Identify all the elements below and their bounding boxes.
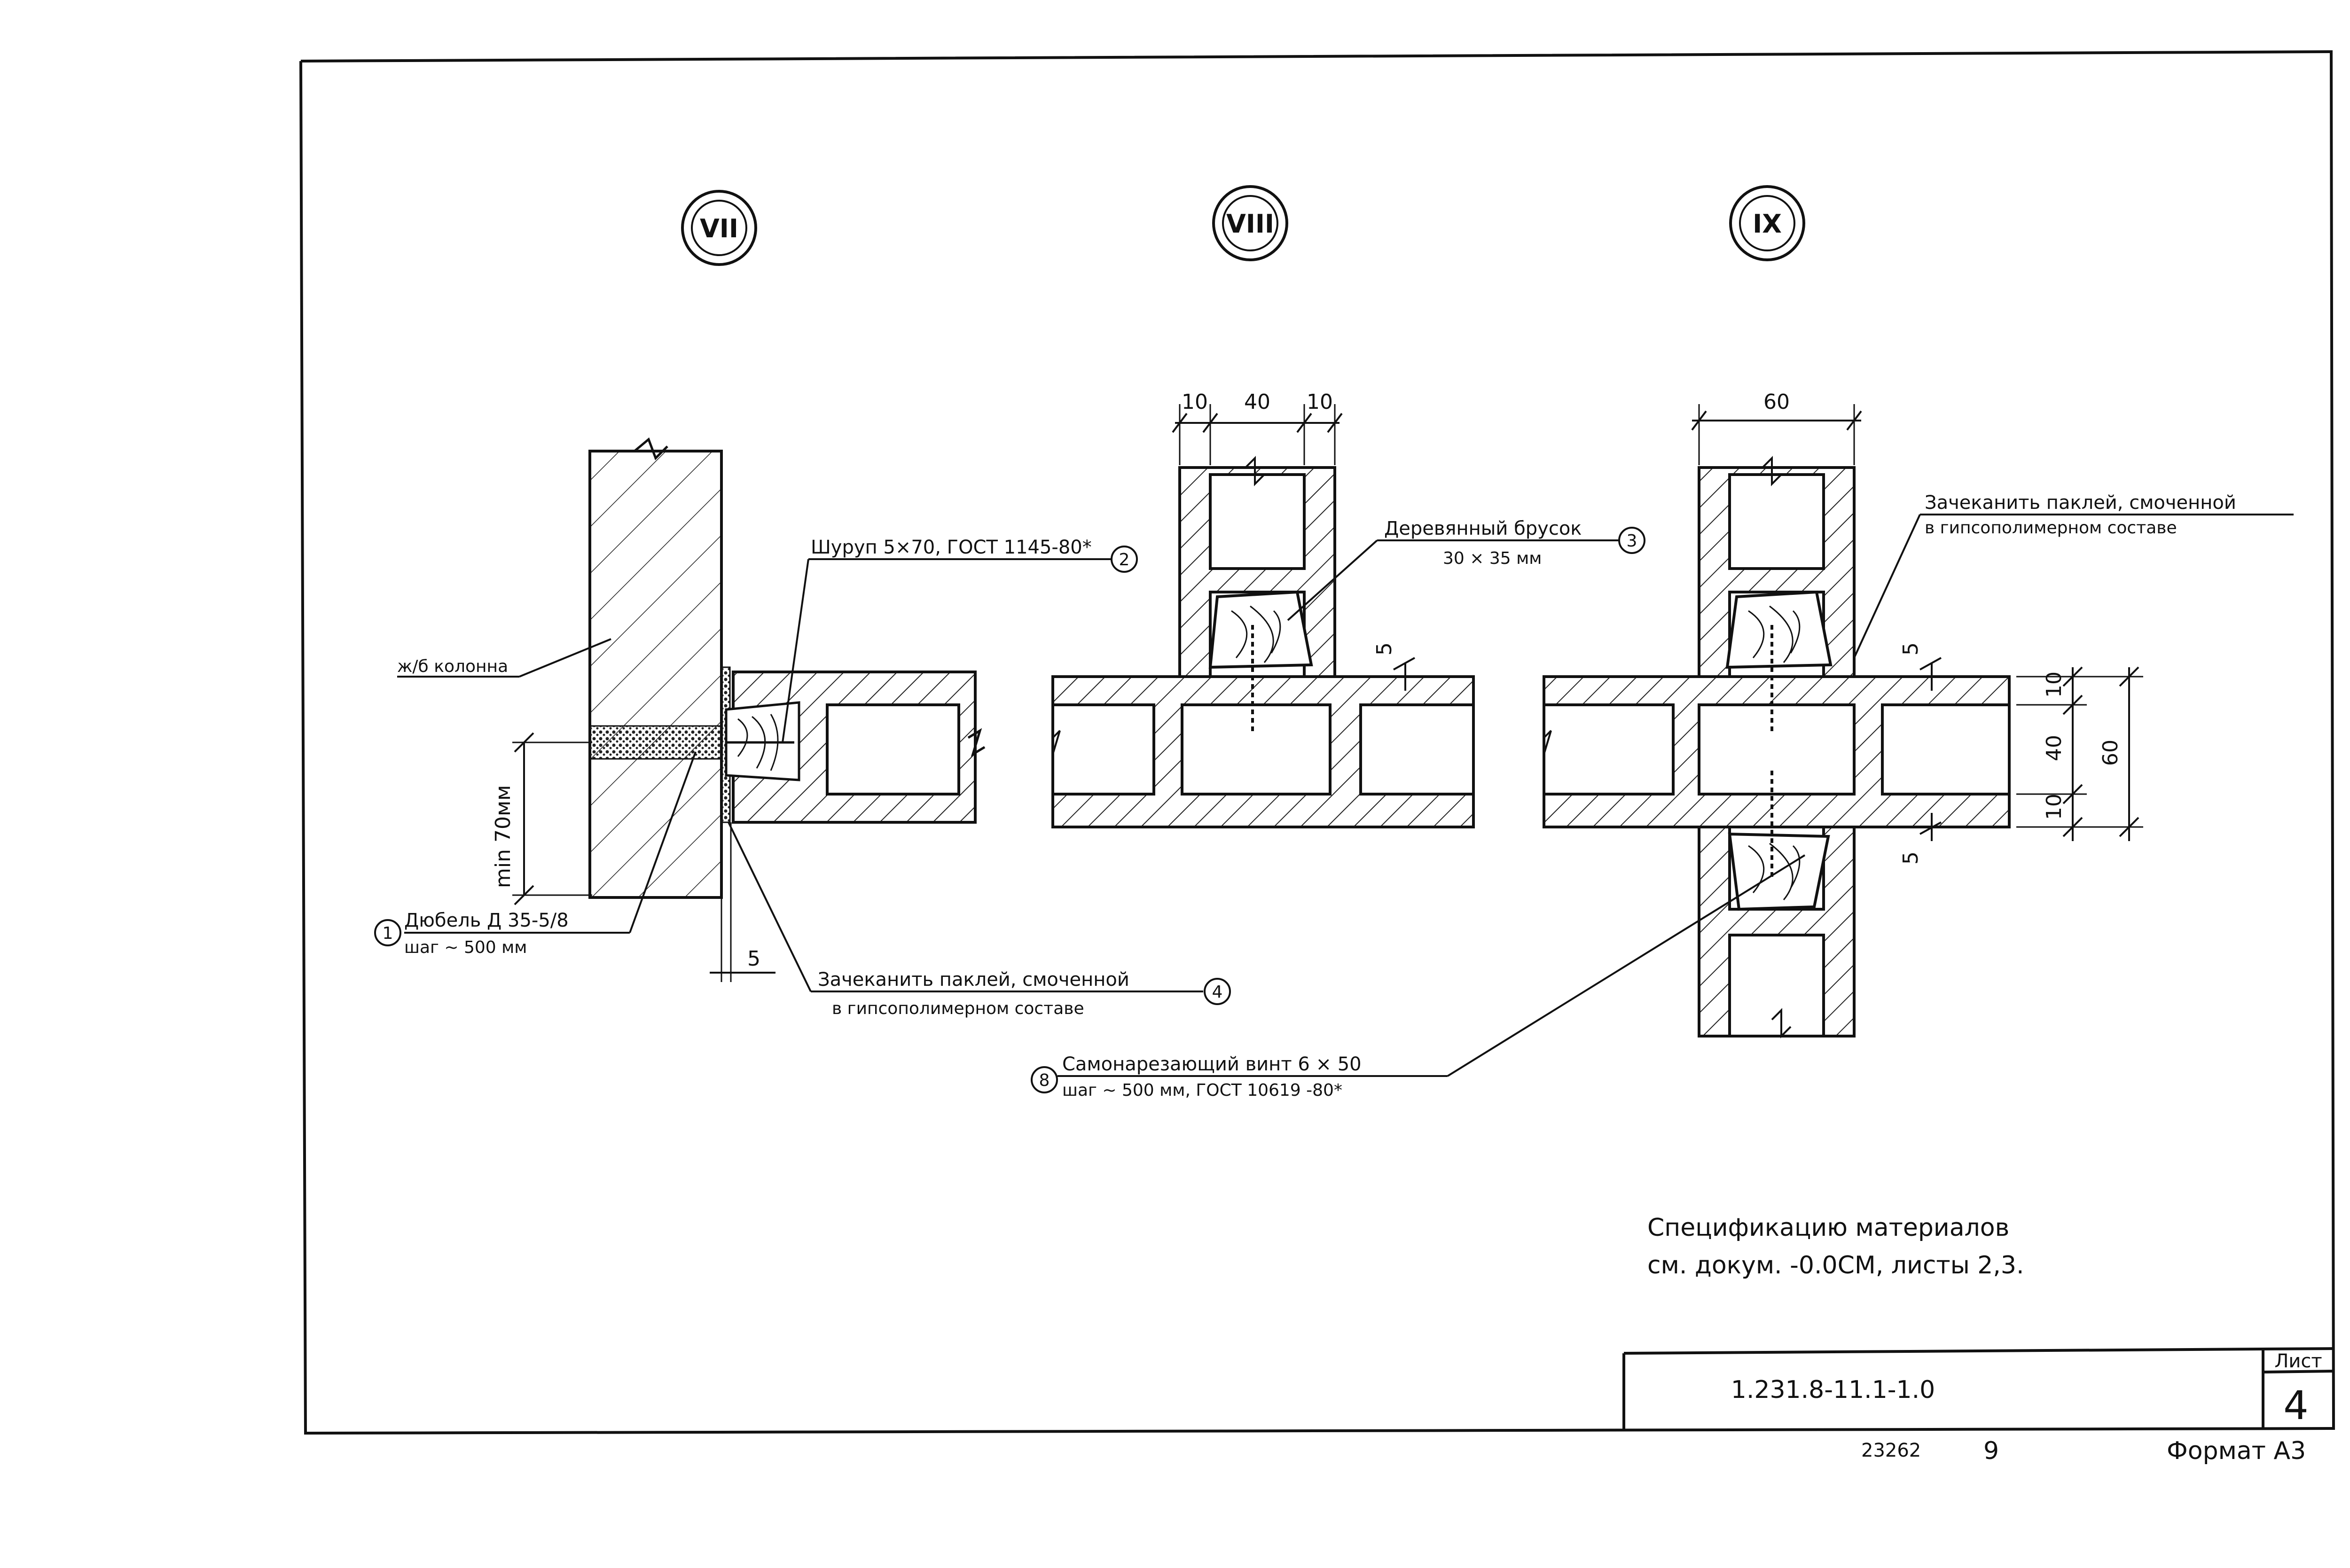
view-label-ix: IX [1753,209,1782,239]
rc-column [588,450,723,899]
dim-viii-10a: 10 [1182,390,1208,414]
dim-ix-40: 40 [2042,735,2066,761]
dowel-label-line1: Дюбель Д 35-5/8 [404,910,569,931]
lower-panel-ix [1698,826,1856,1038]
column-label: ж/б колонна [397,657,508,676]
dim-ix-60-top: 60 [1763,390,1790,414]
wood-bar-viii [1208,590,1313,669]
bar-label-line2: 30 × 35 мм [1443,549,1542,568]
dim-min70: min 70мм [491,785,515,888]
callout-8-text: 8 [1039,1071,1050,1090]
dim-viii-10b: 10 [1307,390,1333,414]
screw-label: Шуруп 5×70, ГОСТ 1145-80* [811,537,1092,558]
self-screw-line2: шаг ~ 500 мм, ГОСТ 10619 -80* [1062,1081,1342,1100]
self-screw-line1: Самонарезающий винт 6 × 50 [1062,1053,1362,1075]
callout-4-text: 4 [1212,983,1223,1002]
view-marker-vii: VII [681,190,757,266]
callout-1-text: 1 [383,924,393,943]
view-vii-geometry [397,437,1203,992]
view-viii-geometry [1051,404,1619,828]
caulk-ix-line1: Зачеканить паклей, смоченной [1925,492,2236,514]
sheet-frame [299,50,2335,1435]
view-ix-geometry [1058,404,2294,1077]
callout-2-text: 2 [1119,550,1130,569]
dim-gap-viii: 5 [1372,642,1396,655]
callout-8: 8 [1031,1066,1058,1093]
callout-3-text: 3 [1627,531,1637,551]
dim-ix-10b: 10 [2042,794,2066,820]
dim-ix-10a: 10 [2042,671,2066,698]
dim-gap-vii: 5 [747,947,760,971]
dowel-band [589,725,722,760]
document-code: 1.231.8-11.1-1.0 [1731,1376,1935,1404]
spec-note-line2: см. докум. -0.0СМ, листы 2,3. [1647,1251,2024,1279]
bar-label-line1: Деревянный брусок [1384,518,1582,539]
caulk-vii-line2: в гипсополимерном составе [832,999,1084,1018]
horizontal-panel-viii [1051,675,1475,828]
callout-3: 3 [1618,527,1645,554]
dim-viii-40: 40 [1244,390,1270,414]
callout-4: 4 [1204,978,1231,1005]
caulk-vii-line1: Зачеканить паклей, смоченной [818,969,1129,991]
caulk-ix-line2: в гипсополимерном составе [1925,518,2177,538]
page-number: 9 [1983,1437,1999,1465]
title-block [1622,1347,2334,1431]
dim-ix-60: 60 [2099,740,2123,766]
dim-gap-ix-b: 5 [1899,851,1923,865]
view-marker-ix: IX [1729,185,1805,261]
callout-2: 2 [1111,546,1138,573]
sheet-label: Лист [2274,1350,2322,1372]
inventory-number: 23262 [1861,1440,1921,1461]
view-label-vii: VII [700,214,738,243]
view-marker-viii: VIII [1212,185,1288,261]
wood-bar-ix-upper [1725,590,1833,669]
dim-gap-ix-a: 5 [1899,642,1923,655]
horizontal-panel-ix [1543,675,2011,828]
dowel-label-line2: шаг ~ 500 мм [404,938,527,957]
callout-1: 1 [374,919,401,946]
spec-note-line1: Спецификацию материалов [1647,1214,2009,1242]
sheet-number: 4 [2283,1382,2308,1428]
view-label-viii: VIII [1226,209,1274,239]
format-label: Формат А3 [2167,1437,2306,1465]
